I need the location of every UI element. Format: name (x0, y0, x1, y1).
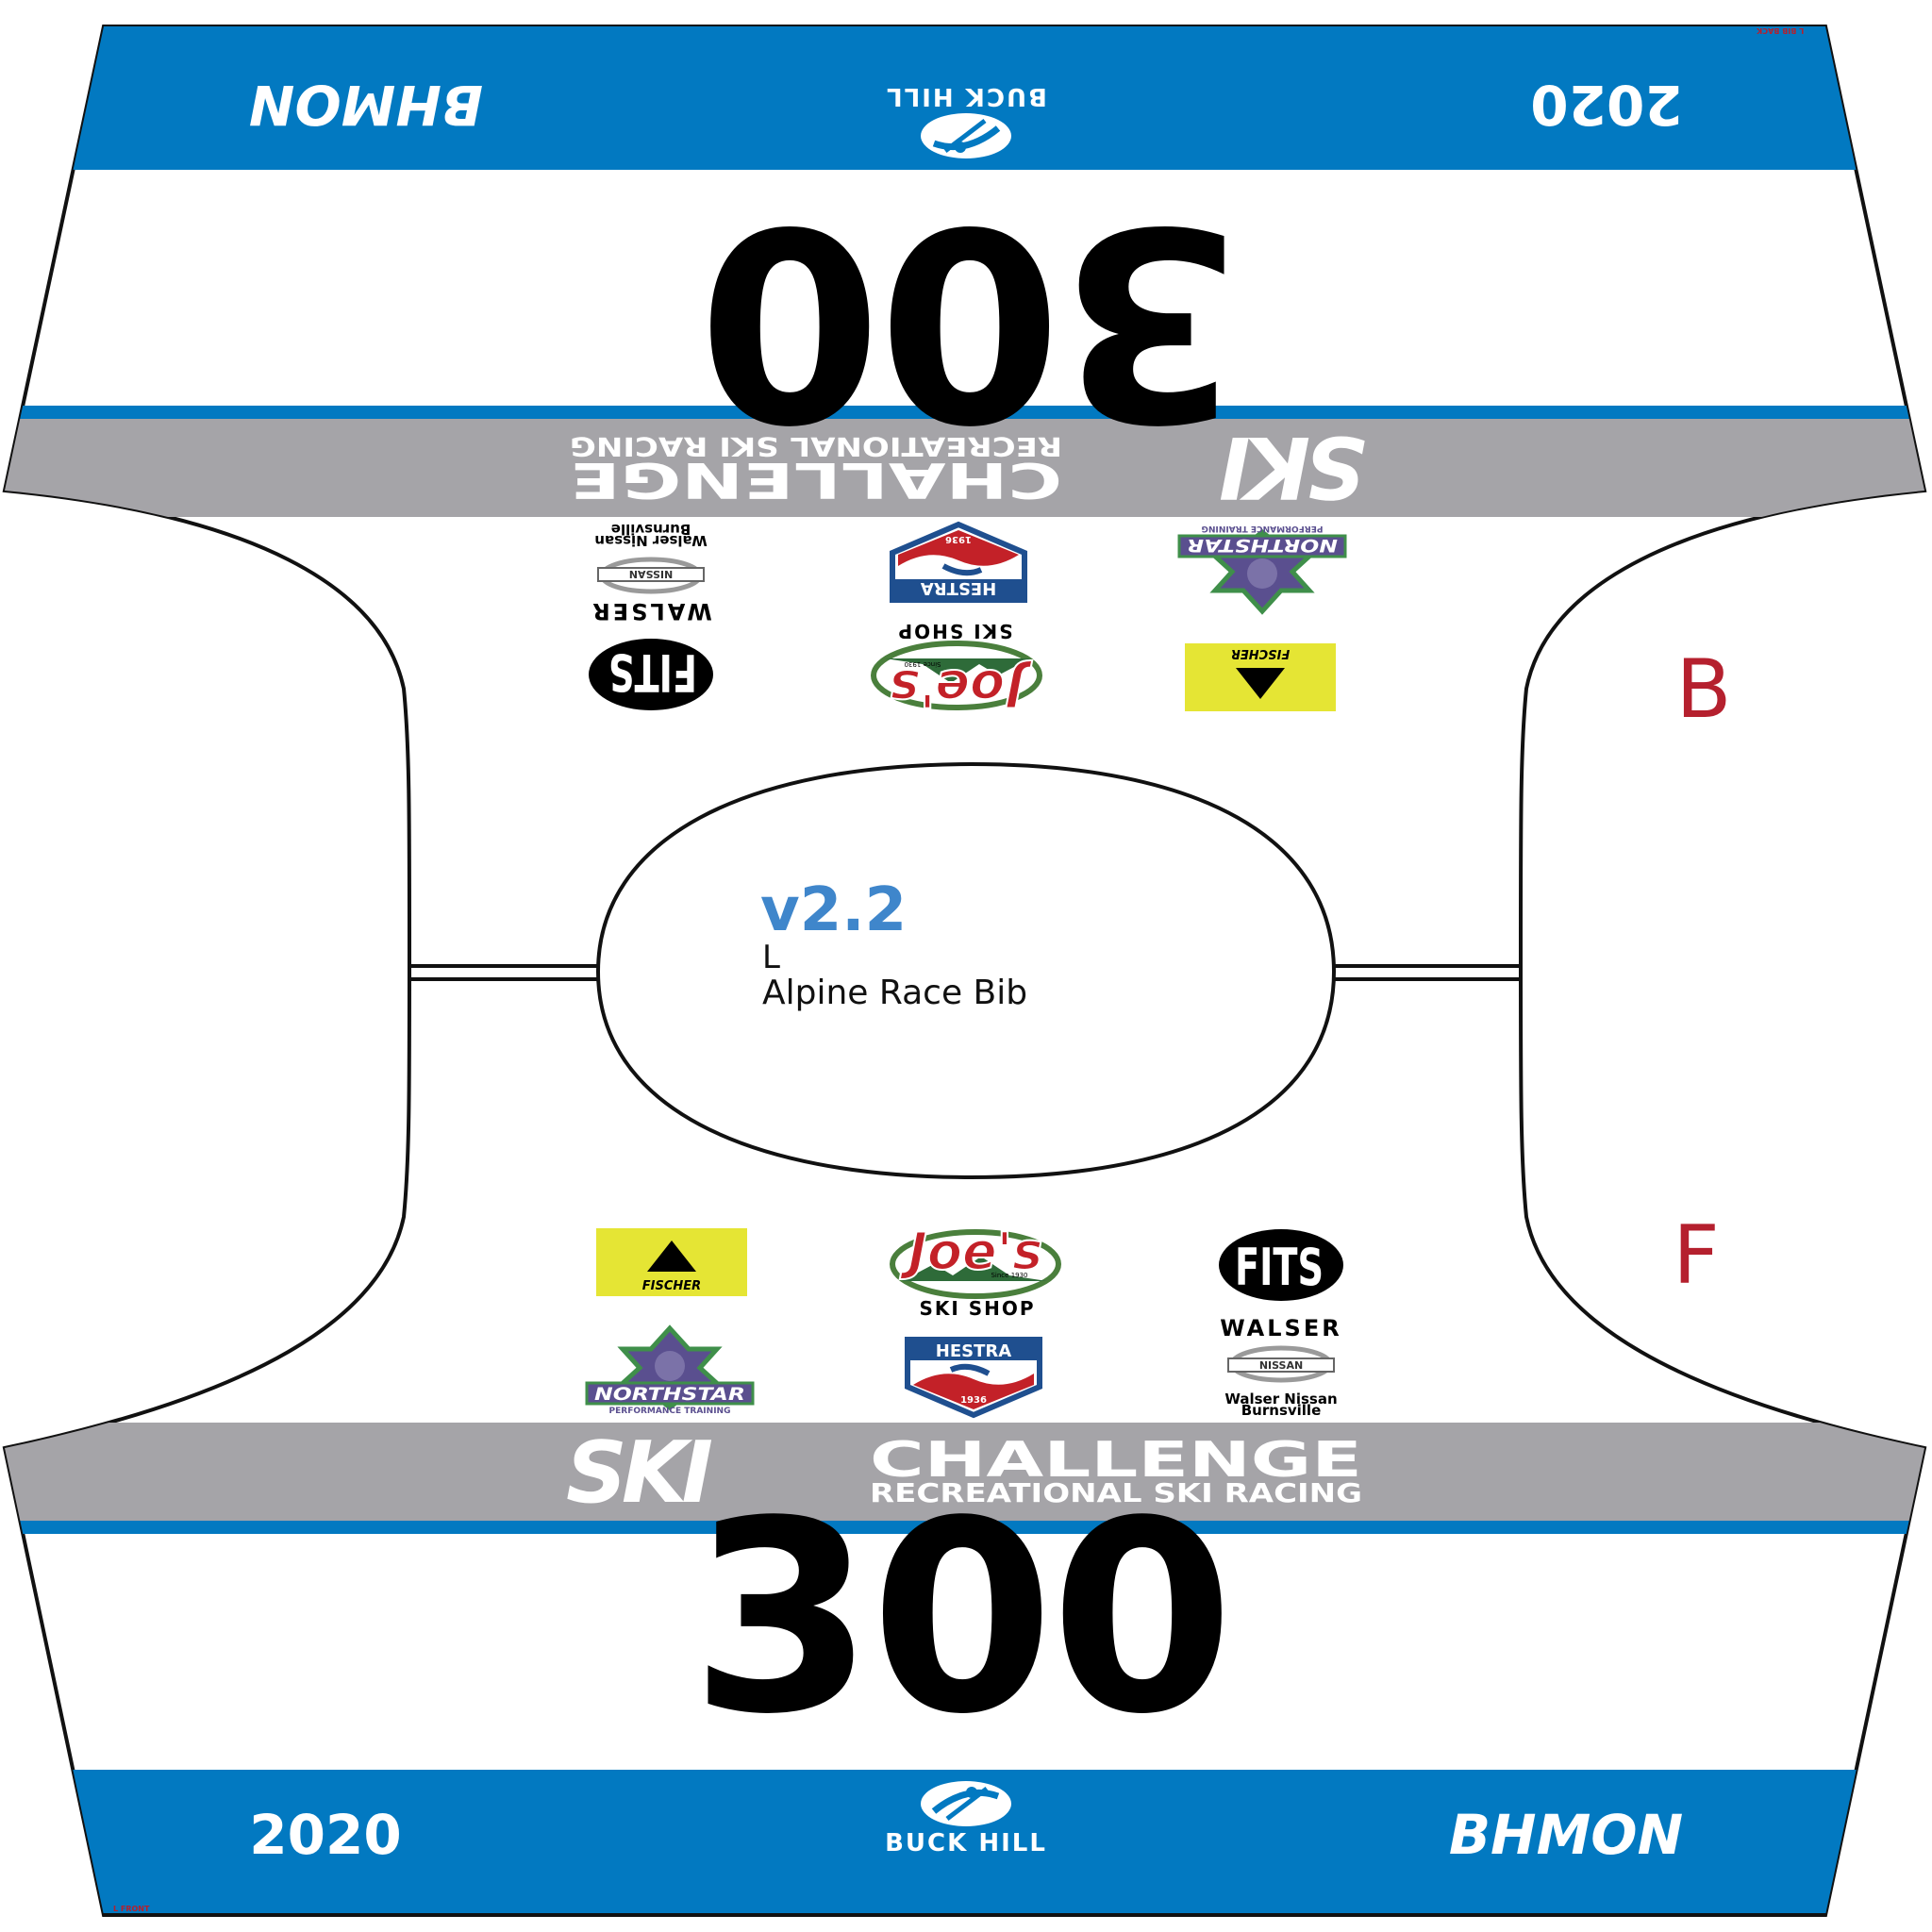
year-label: 2020 (249, 1803, 401, 1867)
brand-ski: SKI (566, 1424, 712, 1523)
triangle-icon (647, 1241, 696, 1272)
svg-text:Burnsville: Burnsville (1241, 1402, 1322, 1419)
bib-front-panel (5, 1423, 1924, 1913)
version-label: v2.2 (760, 875, 907, 945)
size-label: L (762, 939, 780, 976)
svg-text:FISCHER: FISCHER (642, 1279, 701, 1293)
corner-label-front: L FRONT (113, 1905, 150, 1913)
joes-ski-shop-logo: Joe's Since 1930 SKI SHOP (890, 1221, 1061, 1320)
series-label: BHMON (1449, 1803, 1683, 1867)
hestra-logo: HESTRA 1936 (905, 1337, 1042, 1419)
svg-text:NISSAN: NISSAN (1259, 1359, 1303, 1372)
svg-text:PERFORMANCE TRAINING: PERFORMANCE TRAINING (609, 1407, 731, 1416)
northstar-logo: NORTHSTAR PERFORMANCE TRAINING (585, 1324, 755, 1416)
side-letter-front: F (1673, 1208, 1719, 1303)
svg-text:HESTRA: HESTRA (936, 1341, 1011, 1361)
brand-challenge: CHALLENGE (870, 1432, 1362, 1489)
svg-text:1936: 1936 (960, 1395, 987, 1406)
svg-text:FITS: FITS (1235, 1238, 1324, 1297)
svg-text:NORTHSTAR: NORTHSTAR (594, 1384, 745, 1405)
svg-text:WALSER: WALSER (1220, 1315, 1341, 1341)
svg-text:SKI SHOP: SKI SHOP (919, 1297, 1035, 1320)
front-content: 2020 BHMON BUCK HILL 300 SKI CHALLENGE R… (249, 1221, 1683, 1867)
fits-logo: FITS (1219, 1229, 1343, 1301)
neck-hole (595, 761, 1337, 1180)
walser-nissan-logo: WALSER NISSAN Walser Nissan Burnsville (1220, 1315, 1341, 1419)
svg-text:Since 1930: Since 1930 (991, 1272, 1027, 1279)
front-blue-stripe (5, 1521, 1924, 1534)
bib-number: 300 (691, 1465, 1230, 1773)
svg-text:Joe's: Joe's (900, 1222, 1043, 1281)
ski-challenge-logo: SKI CHALLENGE RECREATIONAL SKI RACING (566, 1424, 1362, 1523)
corner-label-back: L BIB BACK (1756, 26, 1804, 35)
front-gray-band (5, 1423, 1924, 1521)
skier-circle-icon (921, 1781, 1011, 1826)
brand-tagline: RECREATIONAL SKI RACING (870, 1477, 1362, 1508)
resort-logo: BUCK HILL (885, 1781, 1047, 1857)
side-letter-back: B (1676, 642, 1732, 737)
resort-name: BUCK HILL (885, 1829, 1047, 1857)
svg-text:Walser Nissan: Walser Nissan (1224, 1391, 1337, 1407)
fold-line-left (409, 964, 600, 981)
fold-line-right (1332, 964, 1521, 981)
fischer-logo: FISCHER (596, 1228, 747, 1296)
product-label: Alpine Race Bib (762, 974, 1027, 1012)
